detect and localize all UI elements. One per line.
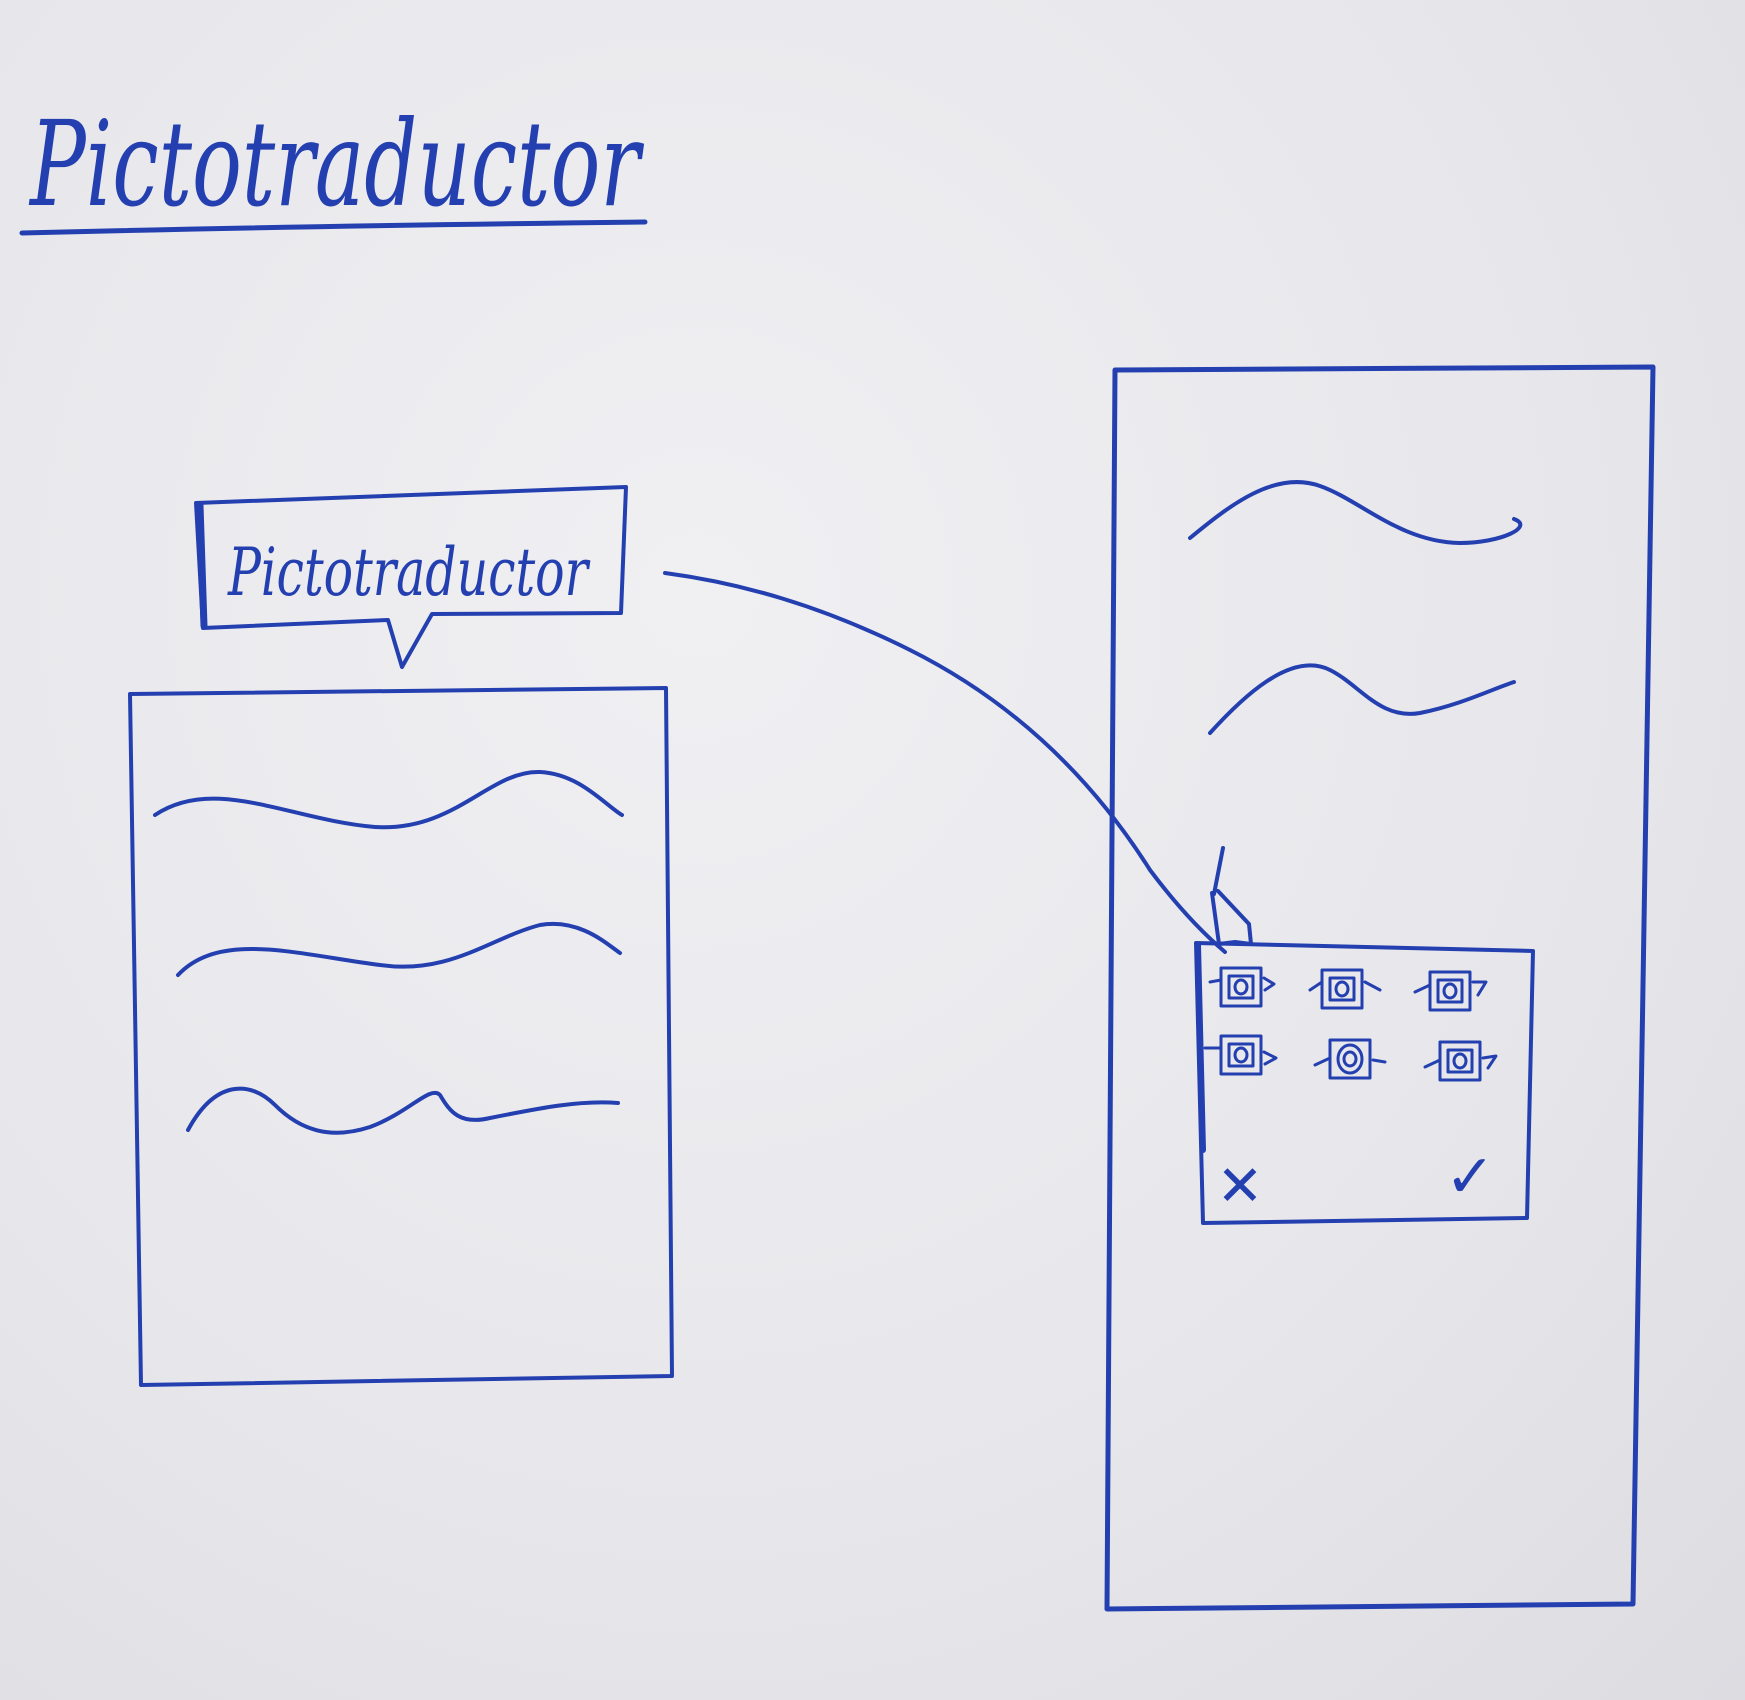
target-screen-frame xyxy=(1104,364,1656,1612)
title-underline xyxy=(19,219,648,236)
popup-label: Pictotraductor xyxy=(227,534,590,611)
text-line-5 xyxy=(1208,663,1516,735)
pictogram-option-6[interactable] xyxy=(1423,1040,1498,1082)
text-line-4 xyxy=(1188,480,1523,545)
close-icon: ✕ xyxy=(1217,1154,1264,1219)
cancel-button[interactable]: ✕ xyxy=(1217,1154,1264,1219)
arrow-head-tip xyxy=(1212,846,1225,896)
text-line-3 xyxy=(186,1086,620,1135)
pictotraductor-popup[interactable]: Pictotraductor xyxy=(194,485,628,669)
popup-edge-shadow xyxy=(196,501,208,630)
pictogram-option-5[interactable] xyxy=(1313,1038,1387,1080)
dialog-edge-shadow xyxy=(1195,942,1206,1153)
source-document-frame xyxy=(128,686,674,1387)
check-icon: ✓ xyxy=(1445,1142,1495,1212)
pictogram-dialog: ✕ ✓ xyxy=(1194,941,1535,1225)
text-line-1 xyxy=(153,769,624,830)
confirm-button[interactable]: ✓ xyxy=(1445,1142,1495,1212)
sheet-title: Pictotraductor xyxy=(29,95,645,233)
connector-arrow xyxy=(663,571,1227,954)
pictogram-option-1[interactable] xyxy=(1208,966,1276,1008)
text-line-2 xyxy=(176,921,622,977)
pictogram-option-4[interactable] xyxy=(1203,1034,1278,1076)
pictogram-option-2[interactable] xyxy=(1308,968,1382,1010)
arrow-head-icon xyxy=(1210,889,1253,946)
pictogram-option-3[interactable] xyxy=(1413,970,1488,1012)
